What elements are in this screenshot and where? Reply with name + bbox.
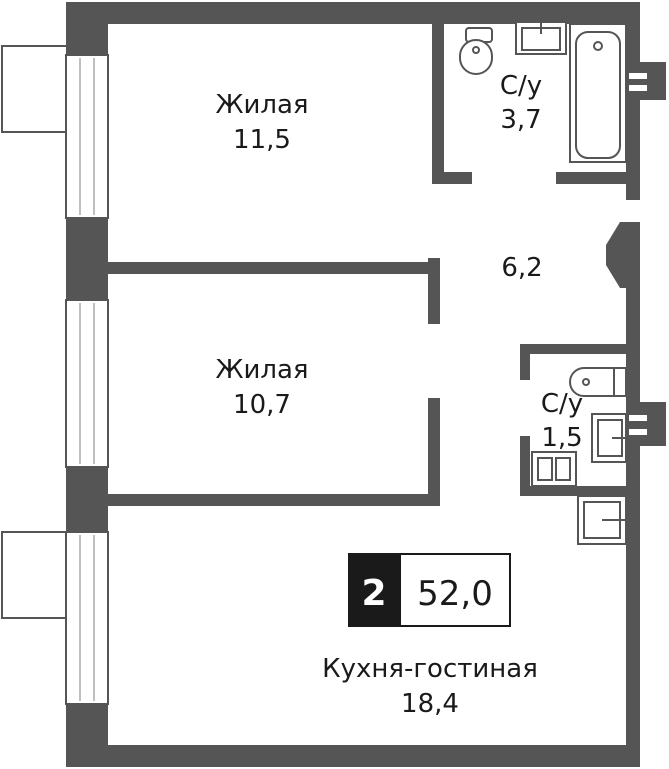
window-left-1 <box>65 54 109 219</box>
room-name-living2: Жилая <box>215 355 308 385</box>
sink-icon-2 <box>591 413 627 463</box>
balcony-top <box>1 45 69 133</box>
balcony-bottom <box>1 531 69 619</box>
washing-machine-icon <box>531 451 577 487</box>
rooms-count: 2 <box>361 573 386 614</box>
kitchen-sink-icon <box>577 495 627 545</box>
total-area-box <box>399 553 511 627</box>
rooms-count-box <box>348 553 400 627</box>
outer-walls <box>66 2 640 767</box>
vent-shaft <box>626 62 666 446</box>
bathtub-icon <box>569 23 627 163</box>
room-area-bath1: 3,7 <box>500 105 541 135</box>
summary-badge: 2 52,0 <box>348 553 511 627</box>
room-name-kitchen: Кухня-гостиная <box>322 654 538 684</box>
total-area: 52,0 <box>417 574 493 614</box>
room-area-bath2: 1,5 <box>541 423 582 453</box>
window-left-3 <box>65 531 109 705</box>
room-area-hall: 6,2 <box>501 253 542 283</box>
window-left-2 <box>65 299 109 468</box>
sink-icon <box>515 21 567 55</box>
room-name-living1: Жилая <box>215 90 308 120</box>
entrance-door-icon <box>606 222 640 288</box>
room-area-living2: 10,7 <box>233 390 291 420</box>
room-name-bath2: С/у <box>541 389 583 419</box>
room-area-living1: 11,5 <box>233 125 291 155</box>
room-area-kitchen: 18,4 <box>401 689 459 719</box>
toilet-icon-2 <box>569 367 627 397</box>
room-name-bath1: С/у <box>500 71 542 101</box>
interior-walls <box>108 24 626 506</box>
toilet-icon <box>459 27 493 75</box>
